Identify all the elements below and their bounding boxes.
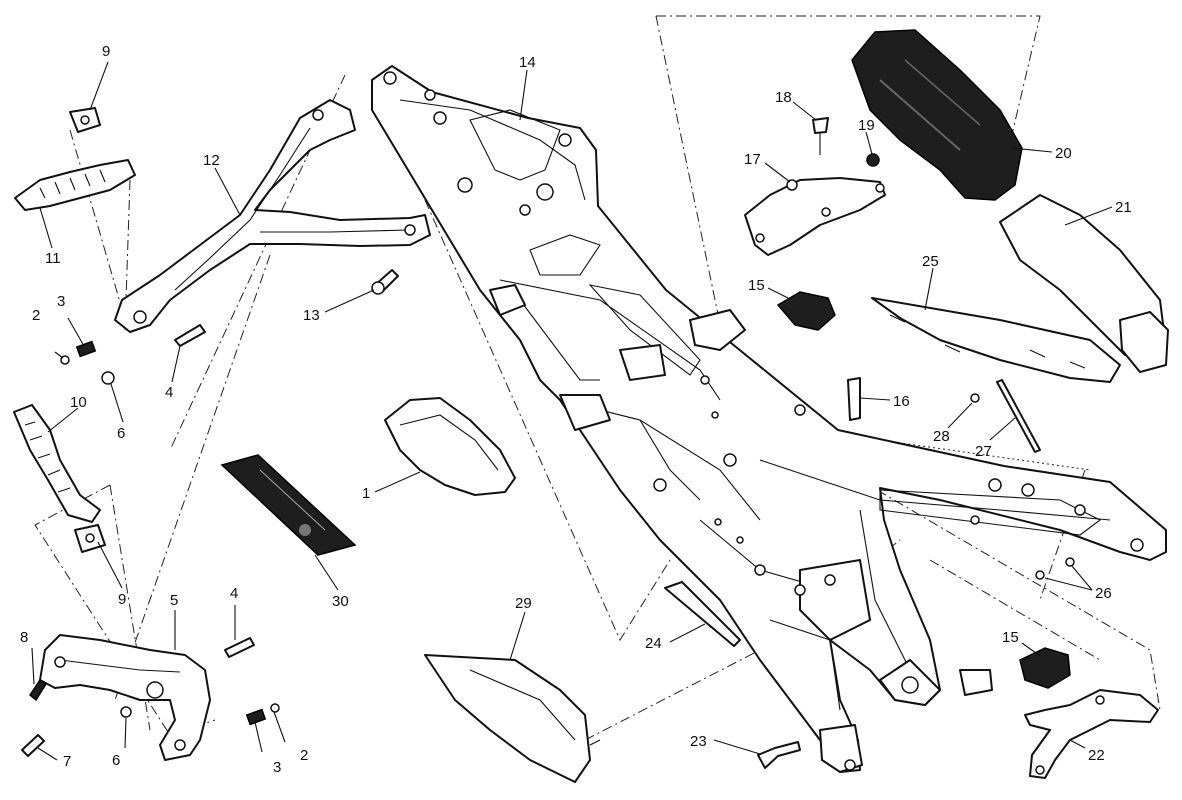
leader-lines xyxy=(31,61,1113,761)
callout-23: 23 xyxy=(690,733,707,750)
hardware-small-parts xyxy=(21,269,399,757)
callout-19: 19 xyxy=(858,117,875,134)
bracket-part-17 xyxy=(744,117,886,256)
callout-17: 17 xyxy=(744,151,761,168)
callout-11: 11 xyxy=(45,250,61,267)
callout-9-top: 9 xyxy=(102,43,110,60)
callout-3-left: 3 xyxy=(57,293,65,310)
callout-6-upper: 6 xyxy=(117,425,125,442)
plate-part-25 xyxy=(871,297,1121,383)
callout-1: 1 xyxy=(362,485,370,502)
footpeg-part-10 xyxy=(13,404,106,553)
callout-26: 26 xyxy=(1095,585,1112,602)
pad-part-1 xyxy=(384,397,516,496)
callout-25: 25 xyxy=(922,253,939,270)
callout-6-lower: 6 xyxy=(112,752,120,769)
bolts xyxy=(664,377,1075,769)
callout-2-left: 2 xyxy=(32,307,40,324)
callout-labels: 1 2 2 3 3 4 4 5 6 6 7 8 9 9 10 11 12 13 … xyxy=(20,43,1132,776)
callout-14: 14 xyxy=(519,54,536,71)
callout-4-upper: 4 xyxy=(165,384,173,401)
bracket-part-22 xyxy=(1024,689,1159,779)
bracket-part-5 xyxy=(39,634,211,761)
plate-part-30 xyxy=(220,454,357,556)
callout-15-lower: 15 xyxy=(1002,629,1019,646)
cover-part-29 xyxy=(424,654,601,783)
callout-12: 12 xyxy=(203,152,220,169)
callout-15-upper: 15 xyxy=(748,277,765,294)
callout-10: 10 xyxy=(70,394,87,411)
callout-20: 20 xyxy=(1055,145,1072,162)
passenger-bracket-part-12 xyxy=(114,99,431,333)
callout-9-lower: 9 xyxy=(118,591,126,608)
callout-30: 30 xyxy=(332,593,349,610)
rear-subframe-part-14 xyxy=(371,65,1167,773)
callout-27: 27 xyxy=(975,443,992,460)
callout-2-bottom: 2 xyxy=(300,747,308,764)
callout-13: 13 xyxy=(303,307,320,324)
callout-16: 16 xyxy=(893,393,910,410)
callout-18: 18 xyxy=(775,89,792,106)
callout-21: 21 xyxy=(1115,199,1132,216)
rubber-mount-part-15 xyxy=(776,291,1071,689)
callout-7: 7 xyxy=(63,753,71,770)
callout-4-lower: 4 xyxy=(230,585,238,602)
tool-bag-part-20 xyxy=(851,29,1023,201)
callout-28: 28 xyxy=(933,428,950,445)
callout-24: 24 xyxy=(645,635,662,652)
callout-8: 8 xyxy=(20,629,28,646)
callout-22: 22 xyxy=(1088,747,1105,764)
box-part-21 xyxy=(999,194,1169,373)
callout-5: 5 xyxy=(170,592,178,609)
footpeg-part-11 xyxy=(14,107,136,211)
callout-3-bottom: 3 xyxy=(273,759,281,776)
callout-29: 29 xyxy=(515,595,532,612)
